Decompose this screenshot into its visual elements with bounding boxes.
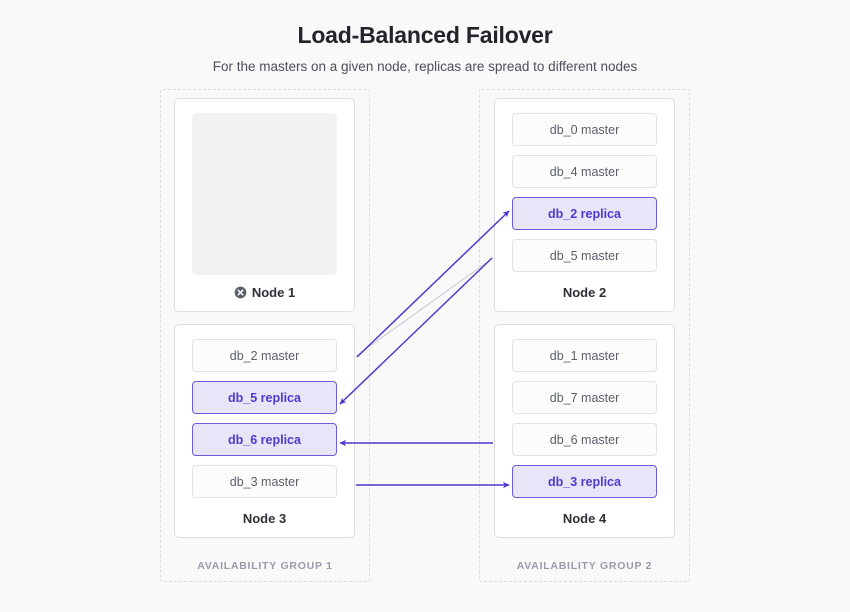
db-item-db_3-replica[interactable]: db_3 replica <box>512 465 657 498</box>
db-item-db_7-master[interactable]: db_7 master <box>512 381 657 414</box>
node-3-database-list: db_2 master db_5 replica db_6 replica db… <box>192 339 337 498</box>
node-4-name-row: Node 4 <box>495 511 674 526</box>
node-card-node-2[interactable]: db_0 master db_4 master db_2 replica db_… <box>494 98 675 312</box>
db-item-db_6-replica[interactable]: db_6 replica <box>192 423 337 456</box>
node-1-empty-placeholder <box>192 113 337 275</box>
db-item-db_0-master[interactable]: db_0 master <box>512 113 657 146</box>
availability-group-1-label: AVAILABILITY GROUP 1 <box>197 560 333 572</box>
db-item-db_6-master[interactable]: db_6 master <box>512 423 657 456</box>
node-1-name-row: Node 1 <box>175 285 354 300</box>
node-4-name: Node 4 <box>562 511 607 526</box>
db-item-db_2-replica[interactable]: db_2 replica <box>512 197 657 230</box>
db-item-db_3-master[interactable]: db_3 master <box>192 465 337 498</box>
node-2-name: Node 2 <box>562 285 607 300</box>
node-2-database-list: db_0 master db_4 master db_2 replica db_… <box>512 113 657 272</box>
node-1-name: Node 1 <box>251 285 296 300</box>
x-circle-icon <box>234 286 247 299</box>
db-item-db_5-master[interactable]: db_5 master <box>512 239 657 272</box>
db-item-db_4-master[interactable]: db_4 master <box>512 155 657 188</box>
connection-db_2-master-to-db_5-master <box>355 257 494 357</box>
db-item-db_2-master[interactable]: db_2 master <box>192 339 337 372</box>
db-item-db_1-master[interactable]: db_1 master <box>512 339 657 372</box>
node-3-name-row: Node 3 <box>175 511 354 526</box>
db-item-db_5-replica[interactable]: db_5 replica <box>192 381 337 414</box>
node-card-node-3[interactable]: db_2 master db_5 replica db_6 replica db… <box>174 324 355 538</box>
page-title: Load-Balanced Failover <box>297 22 553 48</box>
node-2-name-row: Node 2 <box>495 285 674 300</box>
node-3-name: Node 3 <box>242 511 287 526</box>
node-card-node-4[interactable]: db_1 master db_7 master db_6 master db_3… <box>494 324 675 538</box>
node-card-node-1[interactable]: Node 1 <box>174 98 355 312</box>
node-4-database-list: db_1 master db_7 master db_6 master db_3… <box>512 339 657 498</box>
availability-group-2-label: AVAILABILITY GROUP 2 <box>516 560 653 572</box>
page-subtitle: For the masters on a given node, replica… <box>212 59 638 74</box>
page-header: Load-Balanced Failover For the masters o… <box>0 0 850 74</box>
